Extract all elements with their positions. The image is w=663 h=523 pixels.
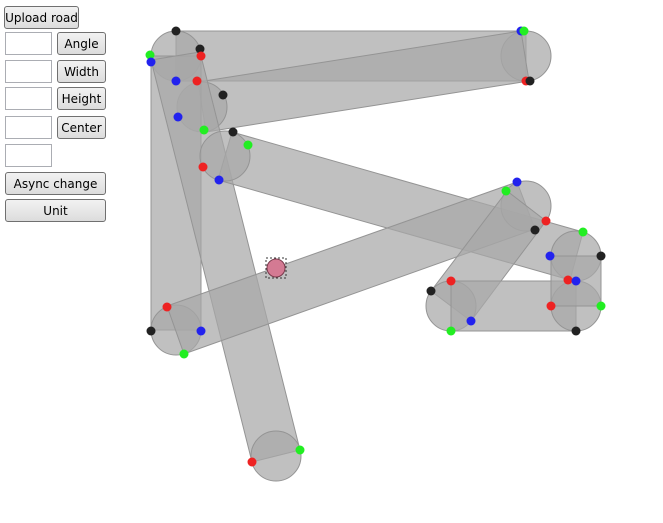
red-control-point[interactable] — [196, 51, 206, 61]
green-control-point[interactable] — [501, 186, 511, 196]
black-control-point[interactable] — [426, 286, 436, 296]
black-control-point[interactable] — [218, 90, 228, 100]
control-points — [145, 26, 606, 467]
blue-control-point[interactable] — [173, 112, 183, 122]
black-control-point[interactable] — [571, 326, 581, 336]
unit-button[interactable]: Unit — [5, 199, 106, 222]
green-control-point[interactable] — [145, 50, 155, 60]
blue-control-point[interactable] — [466, 316, 476, 326]
blue-control-point[interactable] — [214, 175, 224, 185]
green-control-point[interactable] — [179, 349, 189, 359]
center-button[interactable]: Center — [57, 116, 106, 139]
angle-button[interactable]: Angle — [57, 32, 106, 55]
center-input[interactable] — [5, 116, 52, 139]
black-control-point[interactable] — [228, 127, 238, 137]
red-control-point[interactable] — [446, 276, 456, 286]
width-button[interactable]: Width — [57, 60, 106, 83]
height-button[interactable]: Height — [57, 87, 106, 110]
red-control-point[interactable] — [563, 275, 573, 285]
extra-input[interactable] — [5, 144, 52, 167]
angle-input[interactable] — [5, 32, 52, 55]
red-control-point[interactable] — [541, 216, 551, 226]
height-input[interactable] — [5, 87, 52, 110]
upload-road-button[interactable]: Upload road — [4, 6, 79, 29]
width-input[interactable] — [5, 60, 52, 83]
green-control-point[interactable] — [596, 301, 606, 311]
green-control-point[interactable] — [243, 140, 253, 150]
black-control-point[interactable] — [146, 326, 156, 336]
road-joint[interactable] — [199, 130, 251, 182]
async-change-button[interactable]: Async change — [5, 172, 106, 195]
red-control-point[interactable] — [162, 302, 172, 312]
blue-control-point[interactable] — [545, 251, 555, 261]
selection-marker[interactable] — [265, 257, 287, 279]
red-control-point[interactable] — [192, 76, 202, 86]
blue-control-point[interactable] — [171, 76, 181, 86]
black-control-point[interactable] — [596, 251, 606, 261]
green-control-point[interactable] — [578, 227, 588, 237]
green-control-point[interactable] — [295, 445, 305, 455]
black-control-point[interactable] — [525, 76, 535, 86]
green-control-point[interactable] — [519, 26, 529, 36]
black-control-point[interactable] — [530, 225, 540, 235]
blue-control-point[interactable] — [571, 276, 581, 286]
red-control-point[interactable] — [247, 457, 257, 467]
blue-control-point[interactable] — [512, 177, 522, 187]
road-segments — [150, 30, 602, 482]
red-control-point[interactable] — [198, 162, 208, 172]
road-joint[interactable] — [250, 430, 302, 482]
blue-control-point[interactable] — [146, 57, 156, 67]
red-control-point[interactable] — [546, 301, 556, 311]
green-control-point[interactable] — [446, 326, 456, 336]
blue-control-point[interactable] — [196, 326, 206, 336]
black-control-point[interactable] — [171, 26, 181, 36]
black-control-point[interactable] — [195, 44, 205, 54]
green-control-point[interactable] — [199, 125, 209, 135]
